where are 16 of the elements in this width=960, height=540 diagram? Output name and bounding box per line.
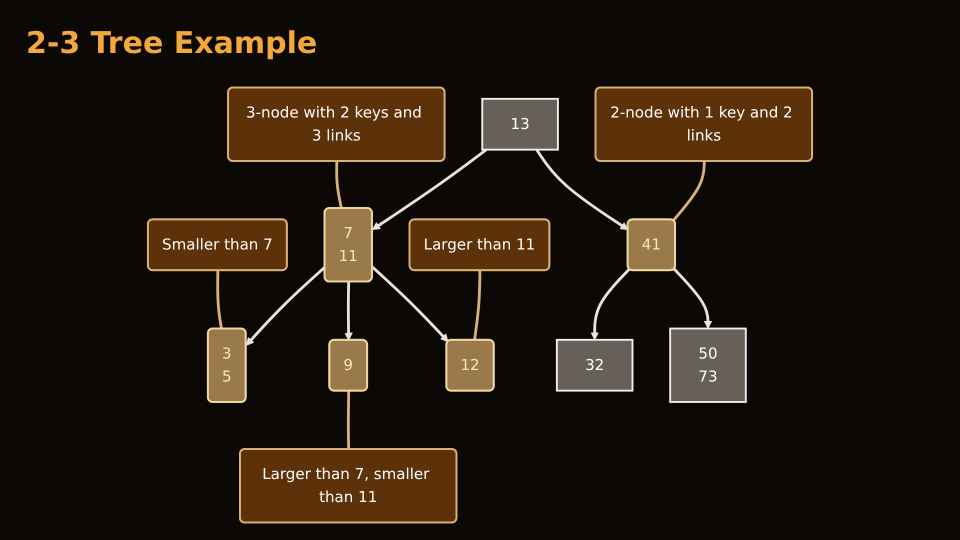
connector	[346, 391, 350, 450]
arrow	[536, 148, 628, 230]
node-box: 32	[556, 338, 634, 392]
arrow	[372, 148, 488, 230]
arrow	[246, 266, 326, 346]
node-box: 13	[481, 98, 559, 151]
connector	[473, 270, 482, 340]
arrow	[673, 268, 712, 329]
arrow	[371, 266, 449, 342]
connector	[335, 161, 343, 209]
slide-title: 2-3 Tree Example	[26, 26, 318, 61]
arrow	[590, 268, 630, 340]
arrow	[344, 282, 353, 341]
connector	[672, 161, 706, 222]
node-box: 50 73	[669, 328, 747, 403]
connector	[216, 270, 223, 330]
